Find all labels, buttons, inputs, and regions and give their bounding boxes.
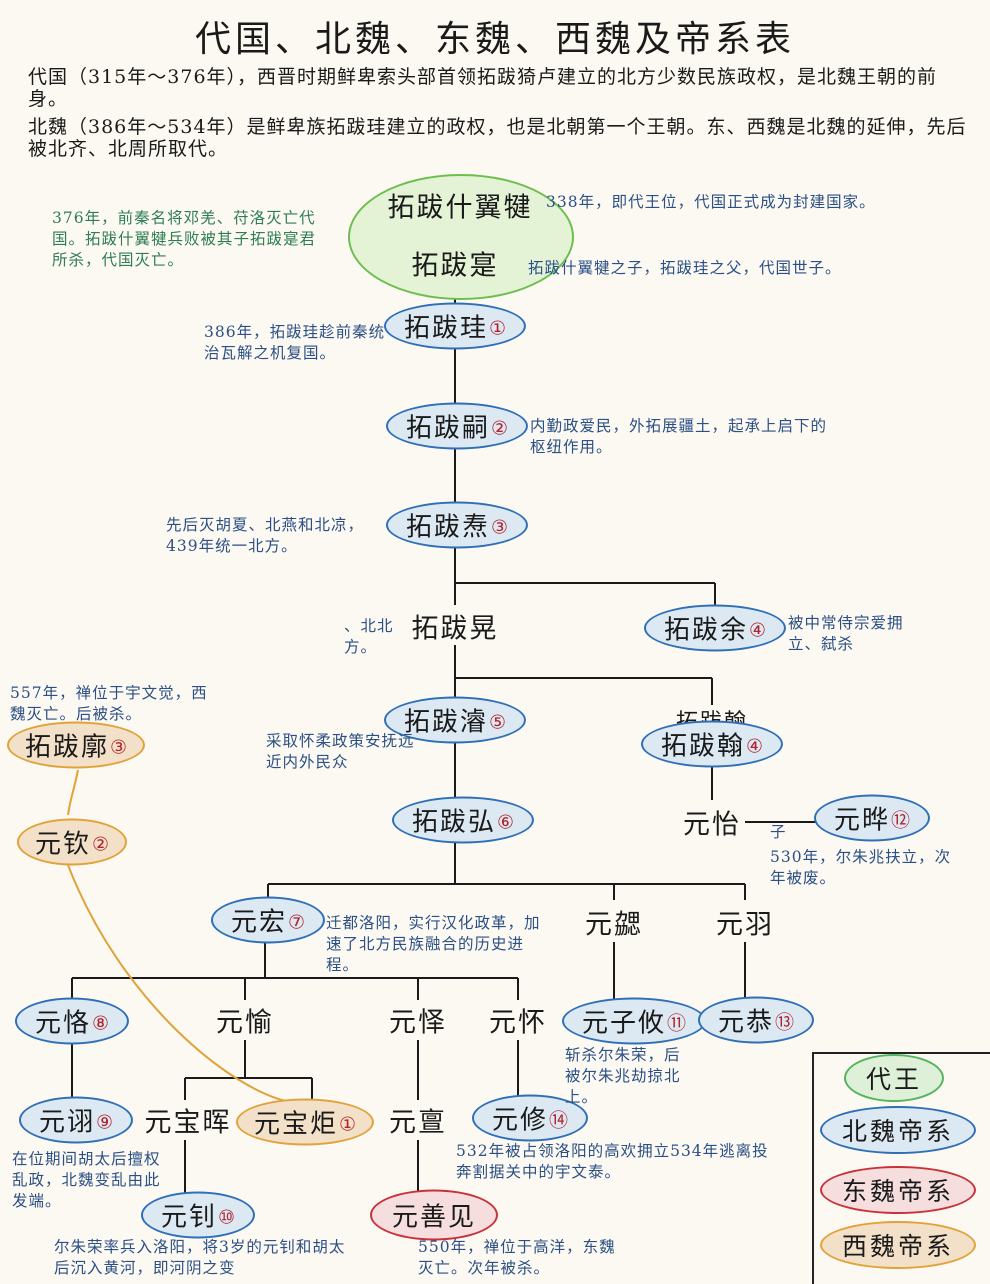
intro-beiwei: 北魏（386年～534年）是鲜卑族拓跋珪建立的政权，也是北朝第一个王朝。东、西魏… (28, 116, 967, 160)
node-yuan-yu-feather: 元羽 (716, 909, 774, 941)
node-yuan-shanjian: 元善见 (369, 1189, 499, 1241)
legend (812, 1052, 990, 1284)
node-yuan-ye: 元晔⑫ (813, 794, 931, 842)
node-tuoba-kuo: 拓跋廓③ (6, 721, 146, 769)
page-title: 代国、北魏、东魏、西魏及帝系表 (194, 19, 795, 60)
note-376: 376年，前秦名将邓羌、苻洛灭亡代国。拓跋什翼犍兵败被其子拓跋寔君所杀，代国灭亡… (52, 209, 317, 269)
note-shi: 拓跋什翼犍之子，拓跋珪之父，代国世子。 (528, 259, 842, 277)
node-tuoba-shi: 拓跋寔 (411, 250, 499, 282)
legend-dongwei: 东魏帝系 (819, 1166, 977, 1214)
legend-xiwei: 西魏帝系 (819, 1221, 977, 1269)
note-386: 386年，拓跋珪趁前秦统治瓦解之机复国。 (204, 323, 386, 362)
node-tuoba-han: 拓跋翰④ (640, 720, 784, 768)
node-tuoba-si: 拓跋嗣② (385, 402, 529, 450)
note-338: 338年，即代王位，代国正式成为封建国家。 (546, 193, 876, 211)
node-tuoba-jun: 拓跋濬⑤ (383, 696, 527, 744)
node-yuan-qin: 元钦② (16, 818, 128, 866)
node-yuan-yi: 元怡 (683, 809, 741, 841)
note-557: 557年，禅位于宇文觉，西魏灭亡。后被杀。 (10, 684, 208, 723)
node-yuan-dan: 元亶 (389, 1107, 447, 1139)
note-530: 530年，尔朱兆扶立，次年被废。 (770, 848, 952, 887)
node-yuan-ziyou: 元子攸⑪ (561, 997, 707, 1045)
note-tao: 先后灭胡夏、北燕和北凉，439年统一北方。 (166, 516, 365, 555)
note-ziyou: 斩杀尔朱荣，后被尔朱兆劫掠北上。 (565, 1046, 681, 1106)
node-yuan-baohui: 元宝晖 (144, 1107, 232, 1139)
note-son: 子 (770, 823, 787, 841)
legend-beiwei: 北魏帝系 (819, 1106, 977, 1154)
note-huang: 、北北方。 (344, 617, 394, 656)
note-hong7: 迁都洛阳，实行汉化政革，加速了北方民族融合的历史进程。 (326, 914, 541, 974)
note-zhao: 尔朱荣率兵入洛阳，将3岁的元钊和胡太后沉入黄河，即河阴之变 (54, 1238, 346, 1277)
note-si: 内勤政爱民，外拓展疆土，起承上启下的枢纽作用。 (530, 417, 828, 456)
note-550: 550年，禅位于高洋，东魏灭亡。次年被杀。 (418, 1238, 616, 1277)
note-532: 532年被占领洛阳的高欢拥立534年逃离投奔割据关中的宇文泰。 (456, 1142, 769, 1181)
node-tuoba-gui: 拓跋珪① (383, 302, 527, 350)
node-yuan-xu: 元诩⑨ (18, 1096, 134, 1144)
note-jun: 采取怀柔政策安抚远近内外民众 (266, 732, 415, 771)
xiwei-connector (67, 864, 291, 1103)
node-yuan-xie: 元勰 (585, 909, 643, 941)
note-xu: 在位期间胡太后擅权乱政，北魏变乱由此发端。 (12, 1150, 161, 1210)
node-yuan-yi2: 元怿 (389, 1007, 447, 1039)
dai-king-ellipse (348, 174, 574, 300)
node-tuoba-hong: 拓跋弘⑥ (391, 796, 535, 844)
note-yu: 被中常侍宗爱拥立、弑杀 (788, 614, 904, 653)
node-yuan-yu: 元愉 (216, 1007, 274, 1039)
node-tuoba-tao: 拓跋焘③ (385, 501, 529, 549)
node-yuan-zhao: 元钊⑩ (140, 1191, 256, 1239)
node-tuoba-yu: 拓跋余④ (643, 604, 787, 652)
node-yuan-huai: 元怀 (489, 1007, 547, 1039)
node-yuan-baoju: 元宝炬① (235, 1098, 375, 1146)
intro-dai: 代国（315年～376年），西晋时期鲜卑索头部首领拓跋猗卢建立的北方少数民族政权… (28, 66, 938, 110)
node-yuan-hong: 元宏⑦ (210, 896, 326, 944)
node-tuoba-shiyijian: 拓跋什翼犍 (387, 192, 533, 224)
node-yuan-ke: 元恪⑧ (14, 997, 130, 1045)
node-yuan-xiu: 元修⑭ (471, 1094, 589, 1142)
node-tuoba-huang: 拓跋晃 (411, 613, 499, 645)
legend-dai: 代王 (843, 1054, 945, 1102)
node-yuan-gong: 元恭⑬ (697, 996, 815, 1044)
xiwei-connector (67, 769, 79, 816)
